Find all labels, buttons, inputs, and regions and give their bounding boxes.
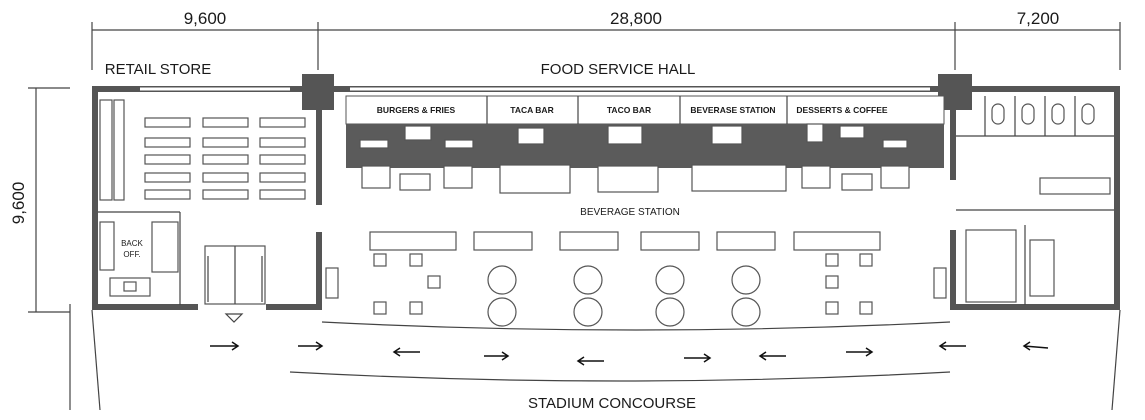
- station-label-taca-bar: TACA BAR: [510, 105, 553, 115]
- dimension-top-left: 9,600: [184, 9, 227, 28]
- restrooms: [956, 96, 1114, 305]
- station-label-desserts: DESSERTS & COFFEE: [796, 105, 887, 115]
- station-label-taco-bar: TACO BAR: [607, 105, 651, 115]
- front-counter-units: [361, 164, 910, 194]
- dimension-top-right: 7,200: [1017, 9, 1060, 28]
- station-label-burgers: BURGERS & FRIES: [377, 105, 456, 115]
- food-service-hall-label: FOOD SERVICE HALL: [541, 61, 696, 78]
- kitchen-equipment: [359, 123, 908, 149]
- dimension-left: 9,600: [9, 182, 28, 225]
- dimension-top-middle: 28,800: [610, 9, 662, 28]
- stadium-concourse-label: STADIUM CONCOURSE: [528, 395, 696, 412]
- retail-entrance-doors[interactable]: [204, 245, 266, 305]
- seating-area-label: BEVERAGE STATION: [580, 207, 680, 218]
- station-label-beverage: BEVERASE STATION: [690, 105, 775, 115]
- back-office-label-line1: BACK: [121, 239, 143, 248]
- back-office: [98, 211, 181, 305]
- concourse-flow-arrows: [210, 341, 1049, 366]
- retail-store-label: RETAIL STORE: [105, 61, 211, 78]
- retail-shelving: [99, 99, 306, 201]
- dimension-lines: [28, 22, 1121, 313]
- entrance-marker-icon: [224, 313, 244, 323]
- back-office-label-line2: OFF.: [123, 250, 140, 259]
- seating-tables: [325, 231, 947, 327]
